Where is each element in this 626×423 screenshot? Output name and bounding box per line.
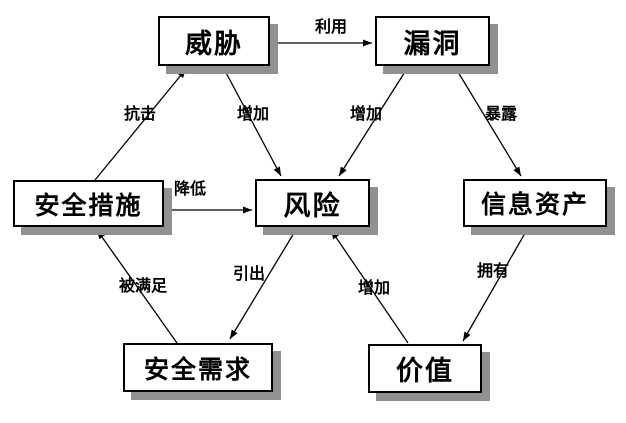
edge-threat-increases-risk [222,66,282,177]
edge-vulnerability-increases-risk [338,66,409,177]
edge-label-expose: 暴露 [484,104,518,123]
edge-label-exploit: 利用 [314,17,348,36]
edge-label-counter: 抗击 [123,104,157,123]
node-risk: 风险 [255,179,370,227]
node-info-assets: 信息资产 [463,179,607,227]
edge-assets-own-value [462,227,529,342]
edge-label-reduce: 降低 [173,179,207,198]
edge-requirements-satisfied-by-safeguards [96,229,178,344]
node-vulnerability: 漏洞 [375,16,490,66]
node-threat: 威胁 [158,16,270,66]
edge-label-derive: 引出 [232,264,266,283]
edge-label-own: 拥有 [476,261,510,280]
edge-value-increases-risk [330,229,409,344]
edge-label-increase-from-value: 增加 [357,278,391,297]
edge-vulnerability-exposes-assets [454,66,522,177]
node-value: 价值 [368,344,482,393]
edge-label-satisfied-by: 被满足 [118,276,168,295]
node-safeguards: 安全措施 [13,180,164,227]
edge-safeguards-counter-threat [94,68,187,181]
edge-label-increase-from-threat: 增加 [236,104,270,123]
edge-risk-derives-requirements [229,227,298,340]
node-security-requirements: 安全需求 [123,343,273,392]
edge-label-increase-from-vulnerability: 增加 [349,104,383,123]
